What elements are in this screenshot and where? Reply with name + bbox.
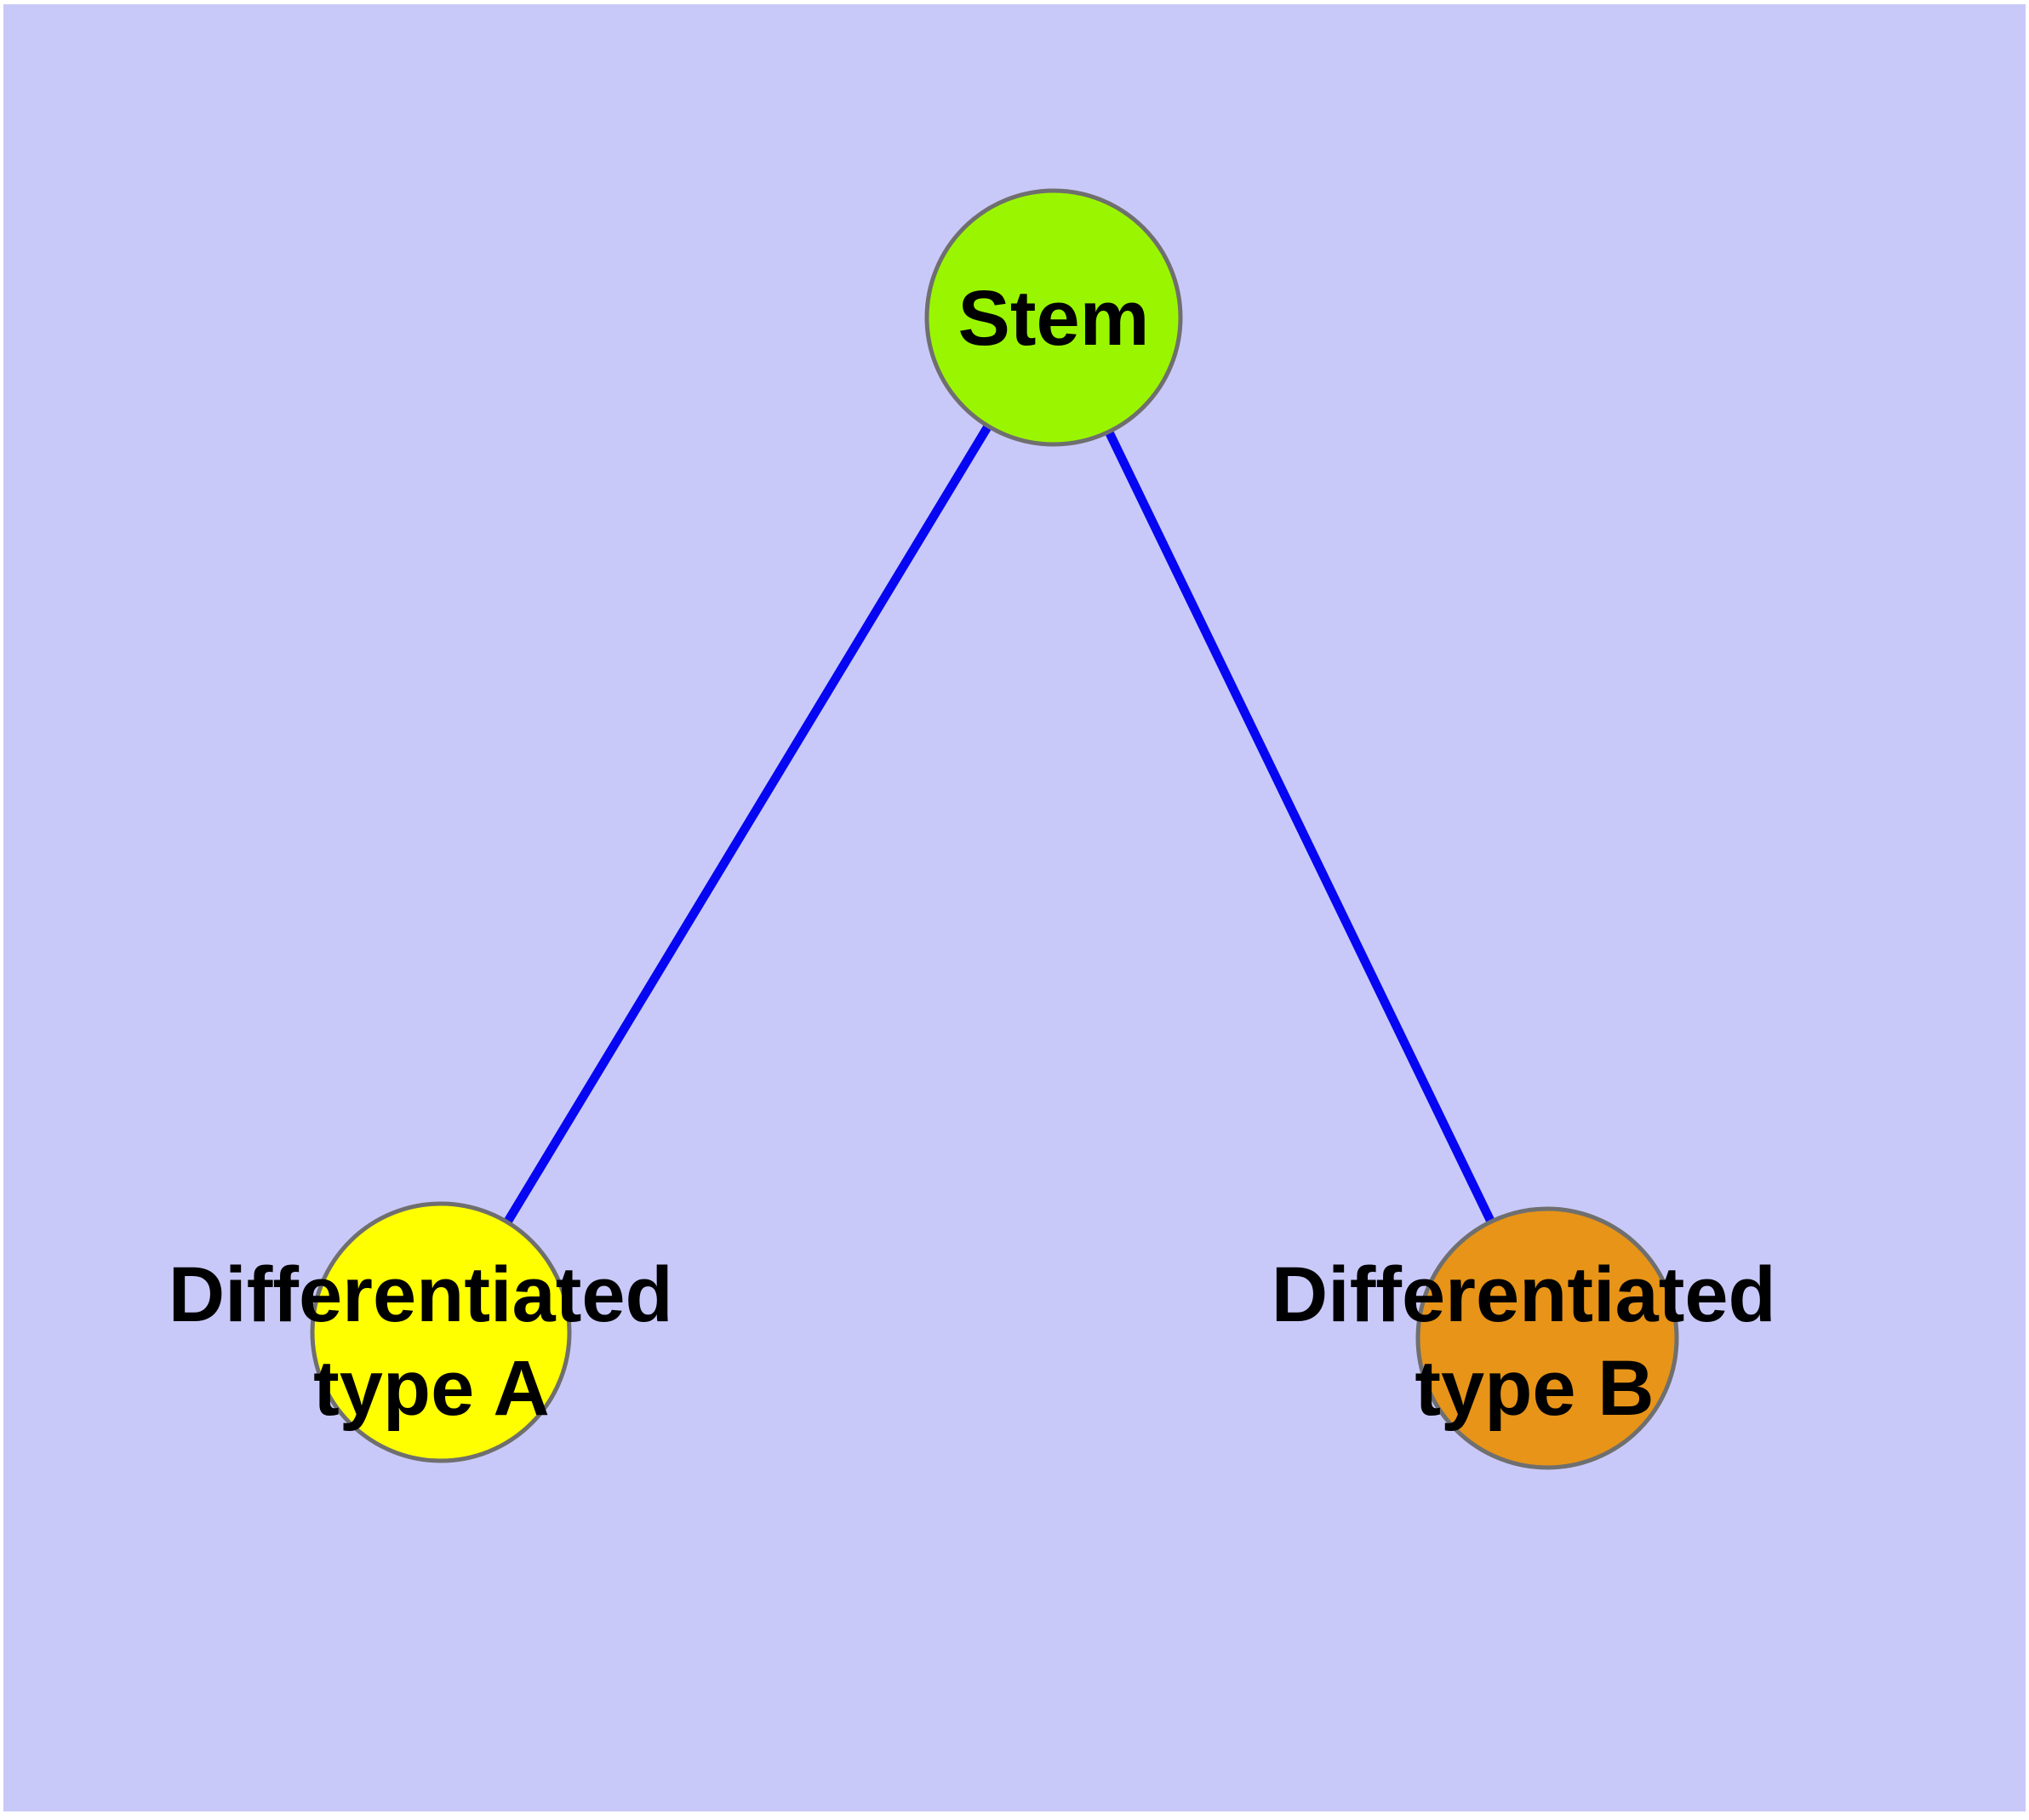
node-stem — [924, 188, 1183, 447]
node-differentiated-type-a-label: Differentiated type A — [169, 1251, 695, 1432]
node-stem-label: Stem — [958, 275, 1150, 362]
edge-stem-to-type-b — [1049, 315, 1552, 1341]
node-differentiated-type-b — [1415, 1206, 1679, 1470]
node-differentiated-type-a — [310, 1201, 572, 1463]
node-differentiated-type-b-label: Differentiated type B — [1272, 1251, 1798, 1432]
edge-stem-to-type-a — [437, 315, 1058, 1335]
